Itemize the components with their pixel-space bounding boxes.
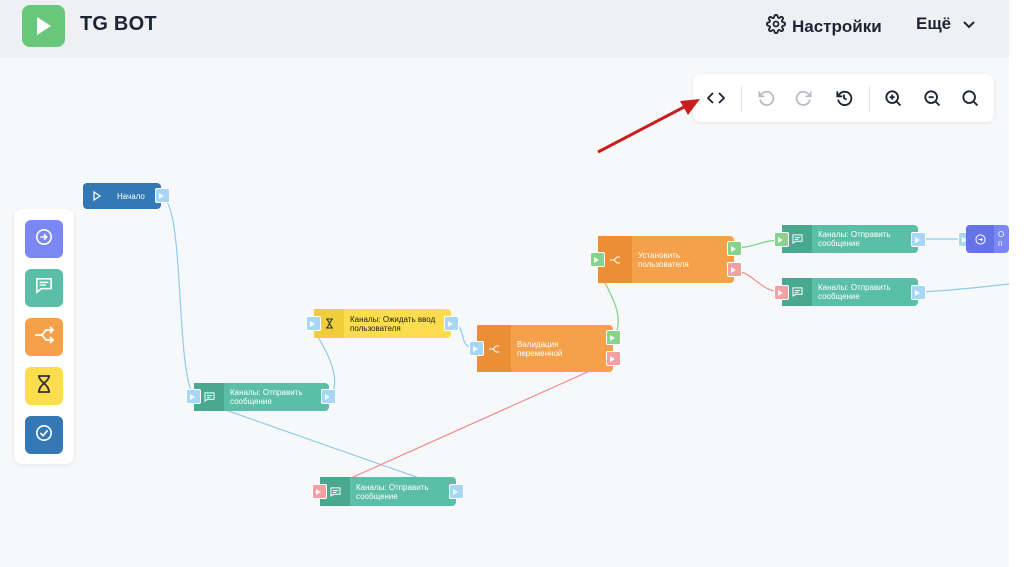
- set-user-node[interactable]: Установить пользователя: [598, 236, 734, 283]
- wait-input-node-label: Каналы: Ожидать ввод пользователя: [350, 314, 436, 333]
- settings-label: Настройки: [792, 16, 882, 36]
- message-icon: [35, 277, 53, 299]
- branch-icon: [34, 325, 55, 349]
- send-message-node-1[interactable]: Каналы: Отправить сообщение: [194, 383, 329, 411]
- gear-icon: [765, 13, 787, 39]
- start-node-label: Начало: [117, 191, 145, 201]
- toolbar-divider: [741, 86, 742, 112]
- send-message-node-3-label: Каналы: Отправить сообщение: [818, 283, 891, 301]
- partial-node-label: О п: [998, 230, 1005, 248]
- play-logo-icon[interactable]: [22, 5, 65, 47]
- redo-icon[interactable]: [792, 86, 816, 110]
- send1-out-port[interactable]: [321, 389, 336, 404]
- send-message-node-1-label: Каналы: Отправить сообщение: [230, 388, 303, 406]
- toolbar-divider: [869, 86, 870, 112]
- palette-send-message[interactable]: [25, 269, 63, 307]
- palette-go-to-block[interactable]: [25, 220, 63, 258]
- send-message-node-4[interactable]: Каналы: Отправить сообщение: [320, 477, 456, 506]
- wire-send3-to-offscreen: [919, 283, 1009, 293]
- send4-out-port[interactable]: [449, 484, 464, 499]
- hourglass-icon: [37, 374, 51, 398]
- play-outline-icon: [83, 183, 111, 209]
- settings-button[interactable]: Настройки: [765, 13, 882, 39]
- wait-out-port[interactable]: [444, 316, 459, 331]
- send3-in-port[interactable]: [774, 285, 789, 300]
- top-bar: TG BOT Настройки Ещё: [0, 0, 1009, 58]
- validate-node-label: Валидация переменной: [517, 339, 563, 358]
- palette-condition[interactable]: [25, 318, 63, 356]
- partial-node[interactable]: О п: [966, 225, 1009, 253]
- message-icon: [194, 383, 224, 411]
- arrow-circle-icon: [35, 228, 53, 251]
- set-user-success-port[interactable]: [727, 241, 742, 256]
- message-icon: [782, 225, 812, 253]
- palette-wait-input[interactable]: [25, 367, 63, 405]
- annotation-arrow-icon: [597, 99, 700, 154]
- validate-in-port[interactable]: [469, 341, 484, 356]
- more-menu-button[interactable]: Ещё: [916, 14, 975, 34]
- search-icon[interactable]: [958, 86, 982, 110]
- chevron-down-icon: [963, 14, 975, 34]
- start-out-port[interactable]: [155, 188, 170, 203]
- send3-out-port[interactable]: [911, 285, 926, 300]
- arrow-circle-icon: [966, 225, 994, 253]
- wire-send1-to-send4: [199, 400, 457, 492]
- set-user-node-label: Установить пользователя: [638, 250, 689, 269]
- send2-in-port[interactable]: [774, 232, 789, 247]
- canvas-toolbar: [693, 74, 994, 122]
- app-title: TG BOT: [80, 13, 157, 35]
- set-user-fail-port[interactable]: [727, 262, 742, 277]
- zoom-in-icon[interactable]: [881, 86, 905, 110]
- send2-out-port[interactable]: [911, 232, 926, 247]
- validate-success-port[interactable]: [606, 330, 621, 345]
- validate-fail-port[interactable]: [606, 351, 621, 366]
- send-message-node-4-label: Каналы: Отправить сообщение: [356, 482, 429, 501]
- history-icon[interactable]: [832, 86, 856, 110]
- start-node[interactable]: Начало: [83, 183, 161, 209]
- code-icon[interactable]: [704, 86, 728, 110]
- zoom-out-icon[interactable]: [920, 86, 944, 110]
- send-message-node-3[interactable]: Каналы: Отправить сообщение: [782, 278, 918, 306]
- connection-wires: [161, 195, 1009, 492]
- wire-validate-to-send4: [321, 360, 613, 492]
- flow-canvas[interactable]: [0, 58, 1009, 567]
- wait-in-port[interactable]: [306, 316, 321, 331]
- check-circle-icon: [35, 424, 53, 447]
- more-label: Ещё: [916, 14, 952, 33]
- send1-in-port[interactable]: [186, 389, 201, 404]
- block-palette: [14, 209, 74, 464]
- send-message-node-2[interactable]: Каналы: Отправить сообщение: [782, 225, 918, 253]
- wait-input-node[interactable]: Каналы: Ожидать ввод пользователя: [314, 309, 451, 338]
- palette-finish[interactable]: [25, 416, 63, 454]
- send-message-node-2-label: Каналы: Отправить сообщение: [818, 230, 891, 248]
- send4-in-port[interactable]: [312, 484, 327, 499]
- validate-node[interactable]: Валидация переменной: [477, 325, 613, 372]
- wire-start-to-send1: [161, 195, 194, 397]
- set-user-in-port[interactable]: [590, 252, 605, 267]
- page-edge: [1009, 0, 1024, 567]
- undo-icon[interactable]: [754, 86, 778, 110]
